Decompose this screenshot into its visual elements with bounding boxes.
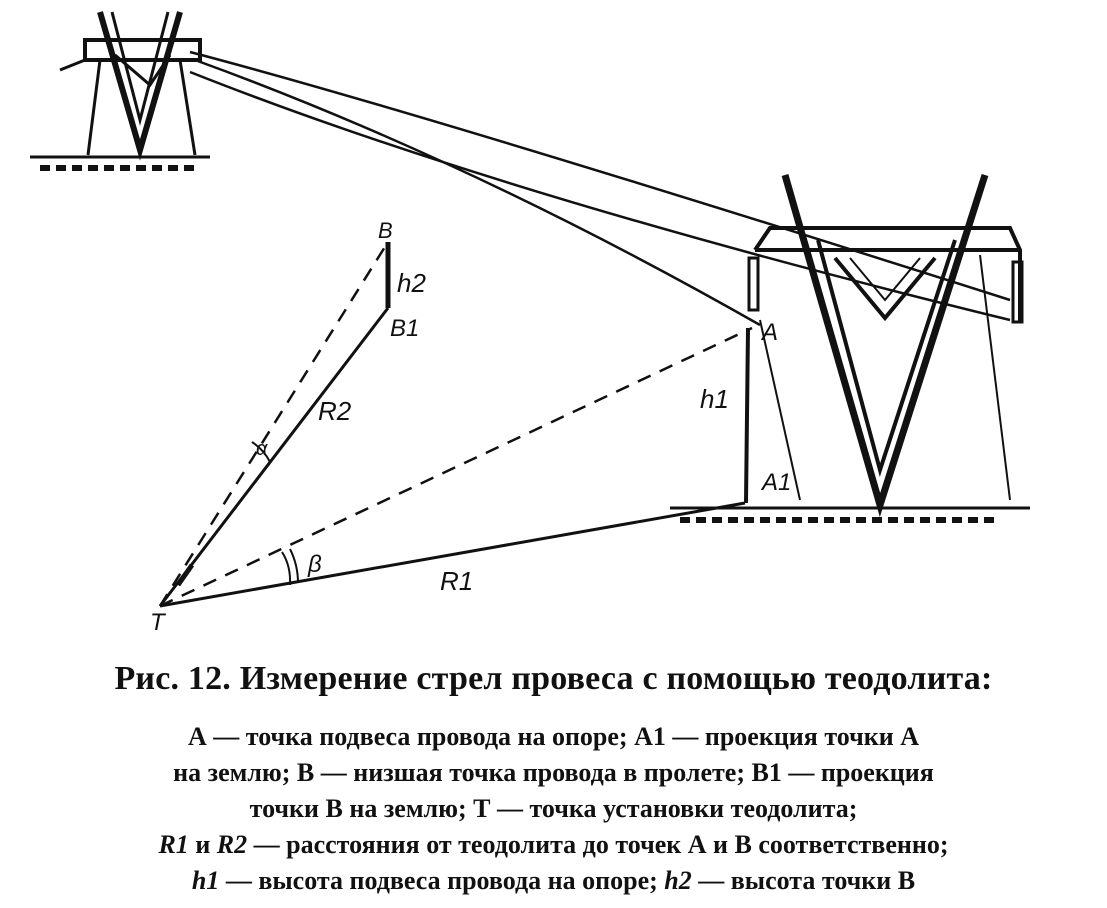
caption-line-2: на землю; В — низшая точка провода в про… — [173, 758, 934, 787]
label-point-b: В — [378, 218, 393, 243]
label-alpha: α — [256, 438, 268, 460]
caption-var-h1: h1 — [191, 866, 220, 895]
label-r2: R2 — [318, 396, 352, 426]
r1-line — [159, 501, 746, 608]
caption-line-4: R1 и R2 — расстояния от теодолита до точ… — [0, 828, 1107, 862]
conductors — [189, 50, 1011, 327]
caption-line-3: точки В на землю; Т — точка установки те… — [249, 794, 858, 823]
label-r1: R1 — [440, 566, 473, 596]
beta-arc-1 — [289, 548, 299, 584]
right-ground — [670, 506, 1030, 523]
caption-text: — высота точки В — [691, 866, 916, 895]
theodolite-mark — [175, 563, 195, 587]
caption-text: — расстояния от теодолита до точек А и В… — [247, 830, 949, 859]
left-tower — [59, 11, 202, 161]
sag-measurement-diagram: В h2 В1 А h1 А1 R2 R1 α β Т — [30, 11, 1030, 636]
label-point-a: А — [760, 319, 778, 346]
caption-text: и — [188, 830, 217, 859]
label-point-a1: А1 — [760, 469, 791, 496]
caption-var-r1: R1 — [158, 830, 189, 859]
alpha-arc — [251, 441, 271, 463]
label-h1: h1 — [700, 384, 729, 414]
label-beta: β — [307, 551, 322, 578]
caption-var-h2: h2 — [664, 866, 692, 895]
right-tower — [747, 173, 1024, 518]
r2-line — [158, 307, 390, 607]
beta-arc-2 — [281, 551, 292, 586]
left-ground — [30, 155, 210, 171]
caption-text: — высота подвеса провода на опоре; — [219, 866, 665, 895]
caption-line-1: А — точка подвеса провода на опоре; А1 —… — [187, 722, 920, 751]
caption-line-5: h1 — высота подвеса провода на опоре; h2… — [0, 864, 1107, 898]
caption-var-r2: R2 — [216, 830, 248, 859]
label-point-t: Т — [150, 609, 167, 636]
label-h2: h2 — [397, 268, 426, 298]
sight-line-a — [159, 326, 753, 608]
label-point-b1: В1 — [390, 315, 419, 342]
measurement-lines — [158, 241, 753, 608]
figure-title: Рис. 12. Измерение стрел провеса с помощ… — [114, 660, 993, 697]
h1-line — [744, 327, 750, 504]
